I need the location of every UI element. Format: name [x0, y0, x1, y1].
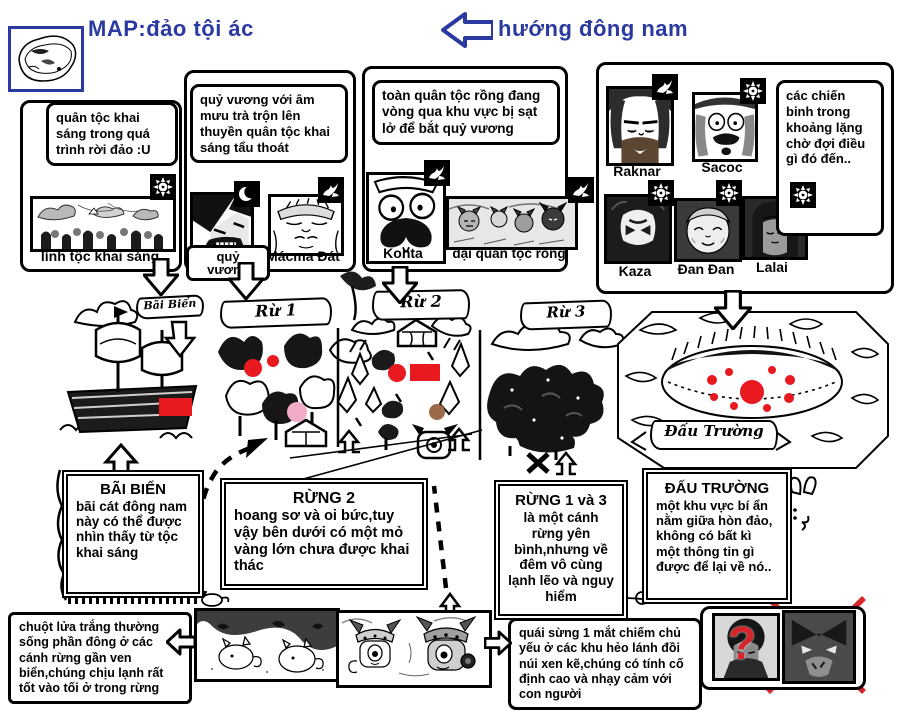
down-arrow-icon: [713, 289, 753, 335]
dragon-faction-badge: [318, 177, 344, 203]
down-arrow-icon: [381, 265, 419, 309]
portrait-macma-dat: [268, 194, 344, 256]
region-title: ĐẤU TRƯỜNG: [664, 480, 770, 497]
member-label: lính tộc khai sáng: [40, 248, 160, 264]
note-chien-binh: các chiến binh trong khoảng lặng chờ đợi…: [776, 80, 884, 236]
moon-icon: [239, 185, 257, 201]
sun-icon: [743, 81, 763, 101]
panel-dau-truong: ĐẤU TRƯỜNG một khu vực bí ẩn nằm giữa hò…: [646, 472, 788, 600]
dense-forest: [487, 364, 604, 460]
region-title: RỪNG 1 và 3: [515, 492, 607, 509]
note-horned-monsters: quái sừng 1 mắt chiếm chủ yếu ở các khu …: [508, 618, 702, 711]
member-label: Raknar: [613, 163, 661, 179]
region-body: một khu vực bí ẩn nằm giữa hòn đảo, khôn…: [656, 497, 773, 574]
forest2-red-circle-marker: [388, 364, 406, 382]
dragon-icon: [573, 183, 589, 197]
rabbit-doodle: [789, 476, 817, 531]
monster-doodle: [412, 424, 458, 460]
sun-faction-badge: [790, 182, 816, 208]
southeast-direction-arrow-icon: [441, 12, 495, 53]
note-khai-sang: quân tộc khai sáng trong quá trình rời đ…: [46, 102, 178, 166]
forest2-red-rect-marker: [410, 364, 440, 381]
region-title: RỪNG 2: [292, 490, 356, 507]
panel-bai-bien: BÃI BIỂN bãi cát đông nam này có thể đượ…: [66, 474, 200, 594]
banner-dau-truong: Đấu Trường: [650, 420, 778, 450]
sun-icon: [651, 183, 671, 203]
forest1-red-marker-small: [267, 355, 279, 367]
x-mark-doodle: [526, 452, 550, 474]
member-label: Sacoc: [701, 159, 743, 175]
note-quy-vuong: quỷ vương với âm mưu trà trộn lên thuyền…: [190, 84, 348, 164]
image-linh-toc-khai-sang: [30, 196, 176, 252]
member-label: đại quân tộc rồng: [452, 246, 566, 261]
direction-label: hướng đông nam: [498, 16, 689, 41]
sun-faction-badge: [740, 78, 766, 104]
sun-faction-badge: [648, 180, 674, 206]
forest1-red-marker-large: [244, 359, 262, 377]
region-body: là một cánh rừng yên bình,nhưng về đêm v…: [508, 509, 614, 605]
portrait-konta: [366, 172, 446, 264]
beach-red-marker: [159, 398, 192, 416]
portrait-sacoc: [692, 92, 758, 162]
image-dai-quan-toc-rong: [446, 196, 578, 250]
portrait-dan-dan: [674, 198, 742, 262]
tiny-rat-doodle: [197, 589, 230, 607]
region-title: BÃI BIỂN: [100, 481, 166, 498]
island-thumbnail-art: [18, 35, 77, 82]
region-body: hoang sơ và oi bức,tuy vậy bên dưới có m…: [234, 508, 410, 575]
dragon-icon: [657, 80, 673, 94]
image-horned-monsters: [336, 610, 492, 688]
sun-faction-badge: [716, 180, 742, 206]
member-label: Konta: [383, 245, 423, 261]
dragon-faction-badge: [424, 160, 450, 186]
left-arrow-icon: [165, 628, 197, 661]
panel-rung-2: RỪNG 2 hoang sơ và oi bức,tuy vậy bên dư…: [224, 482, 424, 586]
sun-icon: [153, 177, 173, 197]
region-body: bãi cát đông nam này có thể được nhìn th…: [76, 498, 188, 560]
down-arrow-icon: [142, 257, 180, 301]
arena-red-markers: [707, 366, 795, 412]
dragon-icon: [323, 183, 339, 197]
member-label: Mácma Đát: [266, 248, 340, 264]
sun-icon: [793, 185, 813, 205]
right-arrow-icon: [483, 630, 513, 661]
sun-icon: [719, 183, 739, 203]
dragon-icon: [429, 166, 445, 180]
question-mark: ?: [728, 617, 757, 669]
forest1-pink-marker: [287, 402, 307, 422]
dragon-faction-badge: [568, 177, 594, 203]
dragon-faction-badge: [652, 74, 678, 100]
member-label: Kaza: [618, 263, 652, 279]
image-fire-rats: [194, 608, 340, 682]
portrait-crossed-out: [782, 610, 856, 684]
note-toc-rong: toàn quân tộc rồng đang vòng qua khu vực…: [372, 80, 560, 146]
banner-rung-3: Rừ 3: [519, 299, 613, 331]
page-title: MAP:đảo tội ác: [88, 16, 254, 41]
forest2-brown-marker: [429, 404, 445, 420]
panel-rung-1-va-3: RỪNG 1 và 3 là một cánh rừng yên bình,nh…: [498, 484, 624, 616]
map-thumbnail: [8, 26, 84, 92]
moon-faction-badge: [234, 181, 260, 207]
sun-faction-badge: [150, 174, 176, 200]
member-label: Đan Đan: [677, 261, 735, 277]
down-arrow-icon: [227, 261, 265, 305]
note-fire-rats: chuột lửa trắng thường sống phần đông ở …: [8, 612, 192, 705]
member-label: Lalai: [756, 259, 788, 275]
